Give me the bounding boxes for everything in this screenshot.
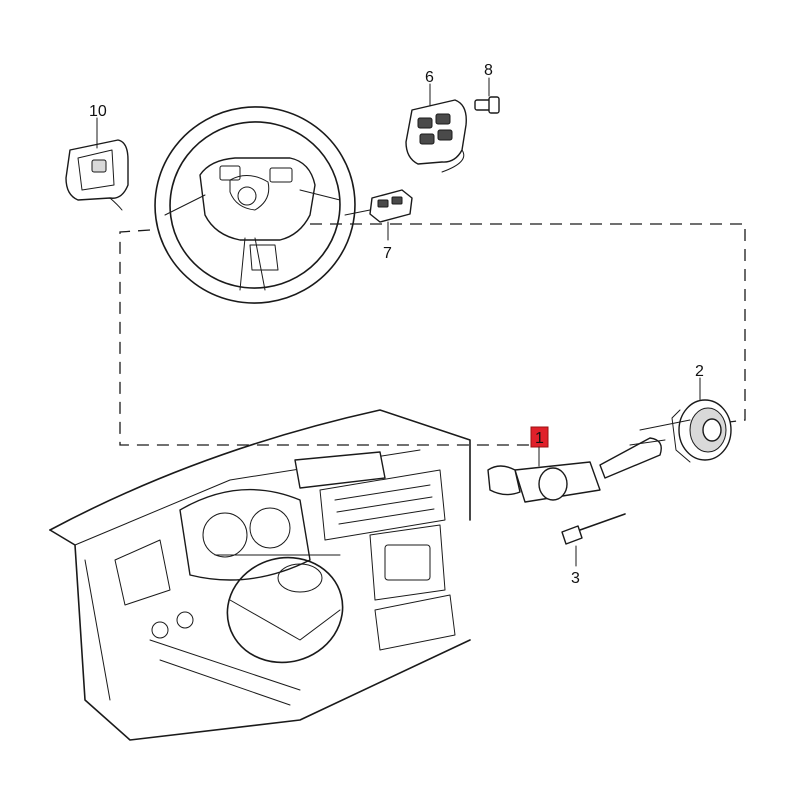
label-part-8: 8 — [484, 62, 493, 79]
steering-wheel — [154, 106, 356, 304]
label-part-7: 7 — [383, 245, 392, 262]
label-part-6: 6 — [425, 69, 434, 86]
dashboard — [49, 409, 471, 741]
part-labels: 10 6 8 7 2 1 3 — [89, 62, 704, 587]
label-part-1: 1 — [535, 430, 544, 447]
label-part-3: 3 — [571, 570, 580, 587]
label-part-2: 2 — [695, 363, 704, 380]
part-7-button-module — [344, 189, 413, 241]
part-2-clock-spring — [671, 377, 732, 463]
part-8-screw — [474, 77, 500, 114]
assembly-guide-lines — [119, 223, 746, 446]
label-part-10: 10 — [89, 103, 107, 120]
part-6-multifunction-switch — [405, 83, 467, 173]
part-10-switch-cover — [65, 117, 129, 211]
part-1-combination-switch — [487, 419, 691, 503]
part-3-connector — [561, 513, 626, 567]
